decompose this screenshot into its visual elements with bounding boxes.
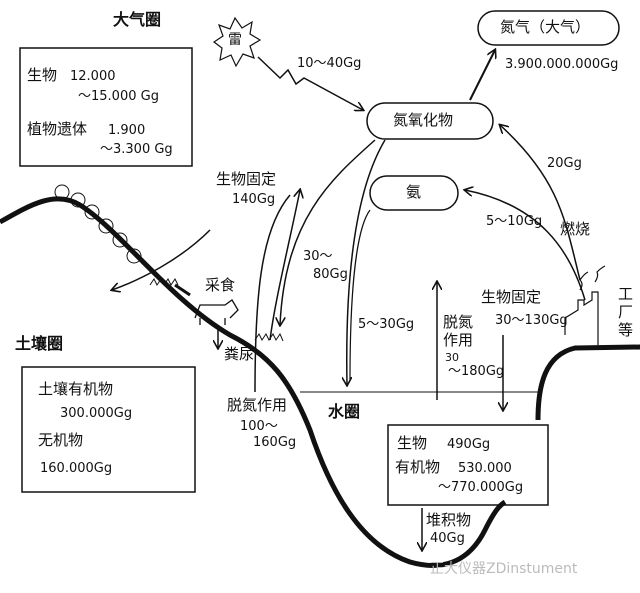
land-fixation-value: 140Gg — [232, 192, 276, 207]
nox-label: 氮氧化物 — [393, 111, 454, 129]
combustion-nox-arrow — [500, 125, 581, 281]
land-denitrification-value1: 100～ — [240, 419, 278, 434]
atm-bio-value: 12.000 — [70, 69, 116, 84]
fixation-to-soil-arrow — [112, 229, 211, 290]
nox-deposition-value2: 80Gg — [313, 267, 348, 282]
nh3-deposition-value: 5～30Gg — [358, 317, 415, 332]
nox-to-n2-arrow — [469, 50, 495, 101]
nh3-pill — [369, 175, 459, 211]
water-bio-value: 490Gg — [447, 437, 491, 452]
atm-bio-label: 生物 — [27, 66, 58, 84]
water-box — [387, 424, 549, 506]
trees-icon — [54, 184, 142, 264]
right-bank — [535, 344, 640, 421]
combustion-nh3-flux: 5～10Gg — [486, 214, 543, 229]
land-denitrification-line — [254, 194, 291, 393]
sediment-label: 堆积物 — [426, 511, 472, 529]
atm-litter-label: 植物遗体 — [27, 120, 88, 138]
land-denitrification-label: 脱氮作用 — [227, 396, 288, 414]
land-fixation-arrow — [269, 190, 300, 341]
hydrosphere-title: 水圈 — [328, 402, 361, 421]
land-denitrification-value2: 160Gg — [253, 435, 297, 450]
soil-organic-label: 土壤有机物 — [38, 380, 114, 398]
soil-inorganic-value: 160.000Gg — [40, 461, 113, 476]
water-denitrification-label1: 脱氮 — [443, 313, 474, 331]
sediment-value: 40Gg — [430, 531, 465, 546]
grazing-arrow — [174, 283, 191, 297]
combustion-nh3-arrow — [465, 190, 586, 301]
water-fixation-label: 生物固定 — [481, 288, 542, 306]
atm-bio-value2: ～15.000 Gg — [78, 89, 159, 104]
water-denitrification-value1: 30 — [445, 351, 459, 364]
lightning-flux: 10～40Gg — [297, 56, 362, 71]
water-denitrification-value2: ～180Gg — [448, 364, 505, 379]
nox-pill — [366, 102, 494, 140]
water-fixation-value: 30～130Gg — [495, 313, 568, 328]
watermark: 正大仪器ZDinstument — [430, 561, 578, 577]
lightning-label: 雷 — [228, 32, 242, 48]
lightning-star-icon — [212, 16, 262, 68]
factory-icon — [564, 265, 606, 345]
atmosphere-box — [19, 47, 193, 167]
nox-deposition-arrow — [280, 139, 376, 325]
n2-value: 3.900.000.000Gg — [505, 57, 619, 72]
soil-organic-value: 300.000Gg — [60, 406, 133, 421]
soil-title: 土壤圈 — [15, 334, 64, 353]
excreta-label: 粪尿 — [224, 345, 255, 363]
atm-litter-value2: ～3.300 Gg — [100, 142, 173, 157]
water-organic-value2: ～770.000Gg — [438, 480, 524, 495]
nox-deposition-value1: 30～ — [303, 249, 333, 264]
land-fixation-label: 生物固定 — [216, 170, 277, 188]
nh3-water-arrow — [349, 209, 371, 381]
factory-label: 工厂等 — [618, 285, 634, 339]
water-denitrification-label2: 作用 — [443, 331, 474, 349]
water-bio-label: 生物 — [397, 434, 428, 452]
water-organic-value: 530.000 — [458, 461, 512, 476]
lightning-arrow — [257, 56, 363, 110]
soil-inorganic-label: 无机物 — [38, 431, 84, 449]
nh3-label: 氨 — [406, 183, 422, 201]
land-profile — [0, 196, 507, 568]
n2-label: 氮气（大气） — [500, 18, 591, 36]
combustion-label: 燃烧 — [560, 220, 591, 238]
atmosphere-title: 大气圈 — [113, 10, 162, 29]
cow-icon — [194, 299, 239, 325]
grazing-label: 采食 — [205, 276, 236, 294]
soil-box — [21, 366, 196, 493]
water-organic-label: 有机物 — [395, 458, 441, 476]
nox-water-deposition-arrow — [347, 139, 386, 385]
grass-icon — [149, 278, 284, 342]
atm-litter-value: 1.900 — [108, 123, 146, 138]
n2-pill — [477, 10, 620, 46]
combustion-nox-flux: 20Gg — [547, 156, 582, 171]
